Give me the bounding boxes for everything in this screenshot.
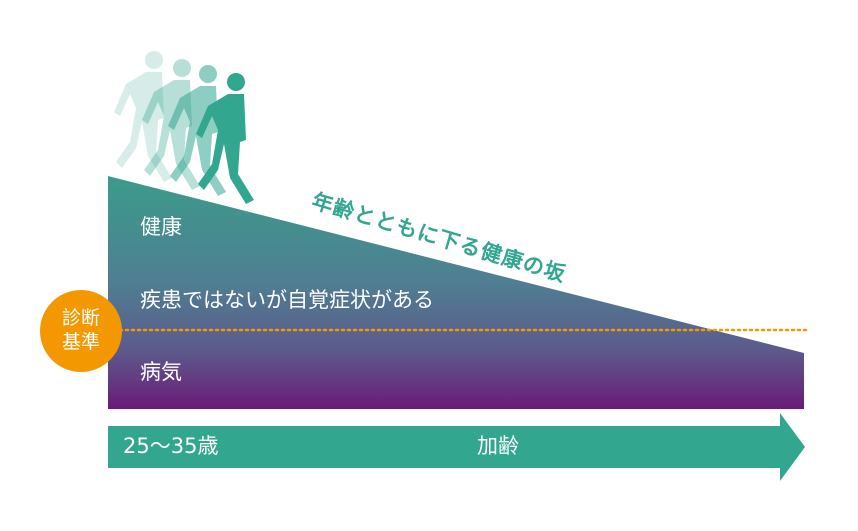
zone-label-healthy: 健康 — [140, 215, 182, 239]
walking-person-icon — [196, 73, 254, 204]
timeline-arrow — [108, 413, 805, 481]
zone-label-sick: 病気 — [140, 360, 182, 384]
walking-people-group — [114, 51, 254, 204]
right-arrow-icon — [108, 413, 805, 481]
health-slope-area — [108, 176, 804, 409]
walking-person-icon — [114, 51, 172, 182]
badge-line-2: 基準 — [61, 331, 100, 353]
badge-line-1: 診断 — [61, 307, 100, 330]
zone-label-symptomatic: 疾患ではないが自覚症状がある — [140, 288, 434, 312]
timeline-aging-label: 加齢 — [477, 434, 519, 458]
timeline-start-label: 25〜35歳 — [123, 434, 219, 458]
diagnosis-criteria-badge: 診断 基準 — [40, 290, 122, 372]
